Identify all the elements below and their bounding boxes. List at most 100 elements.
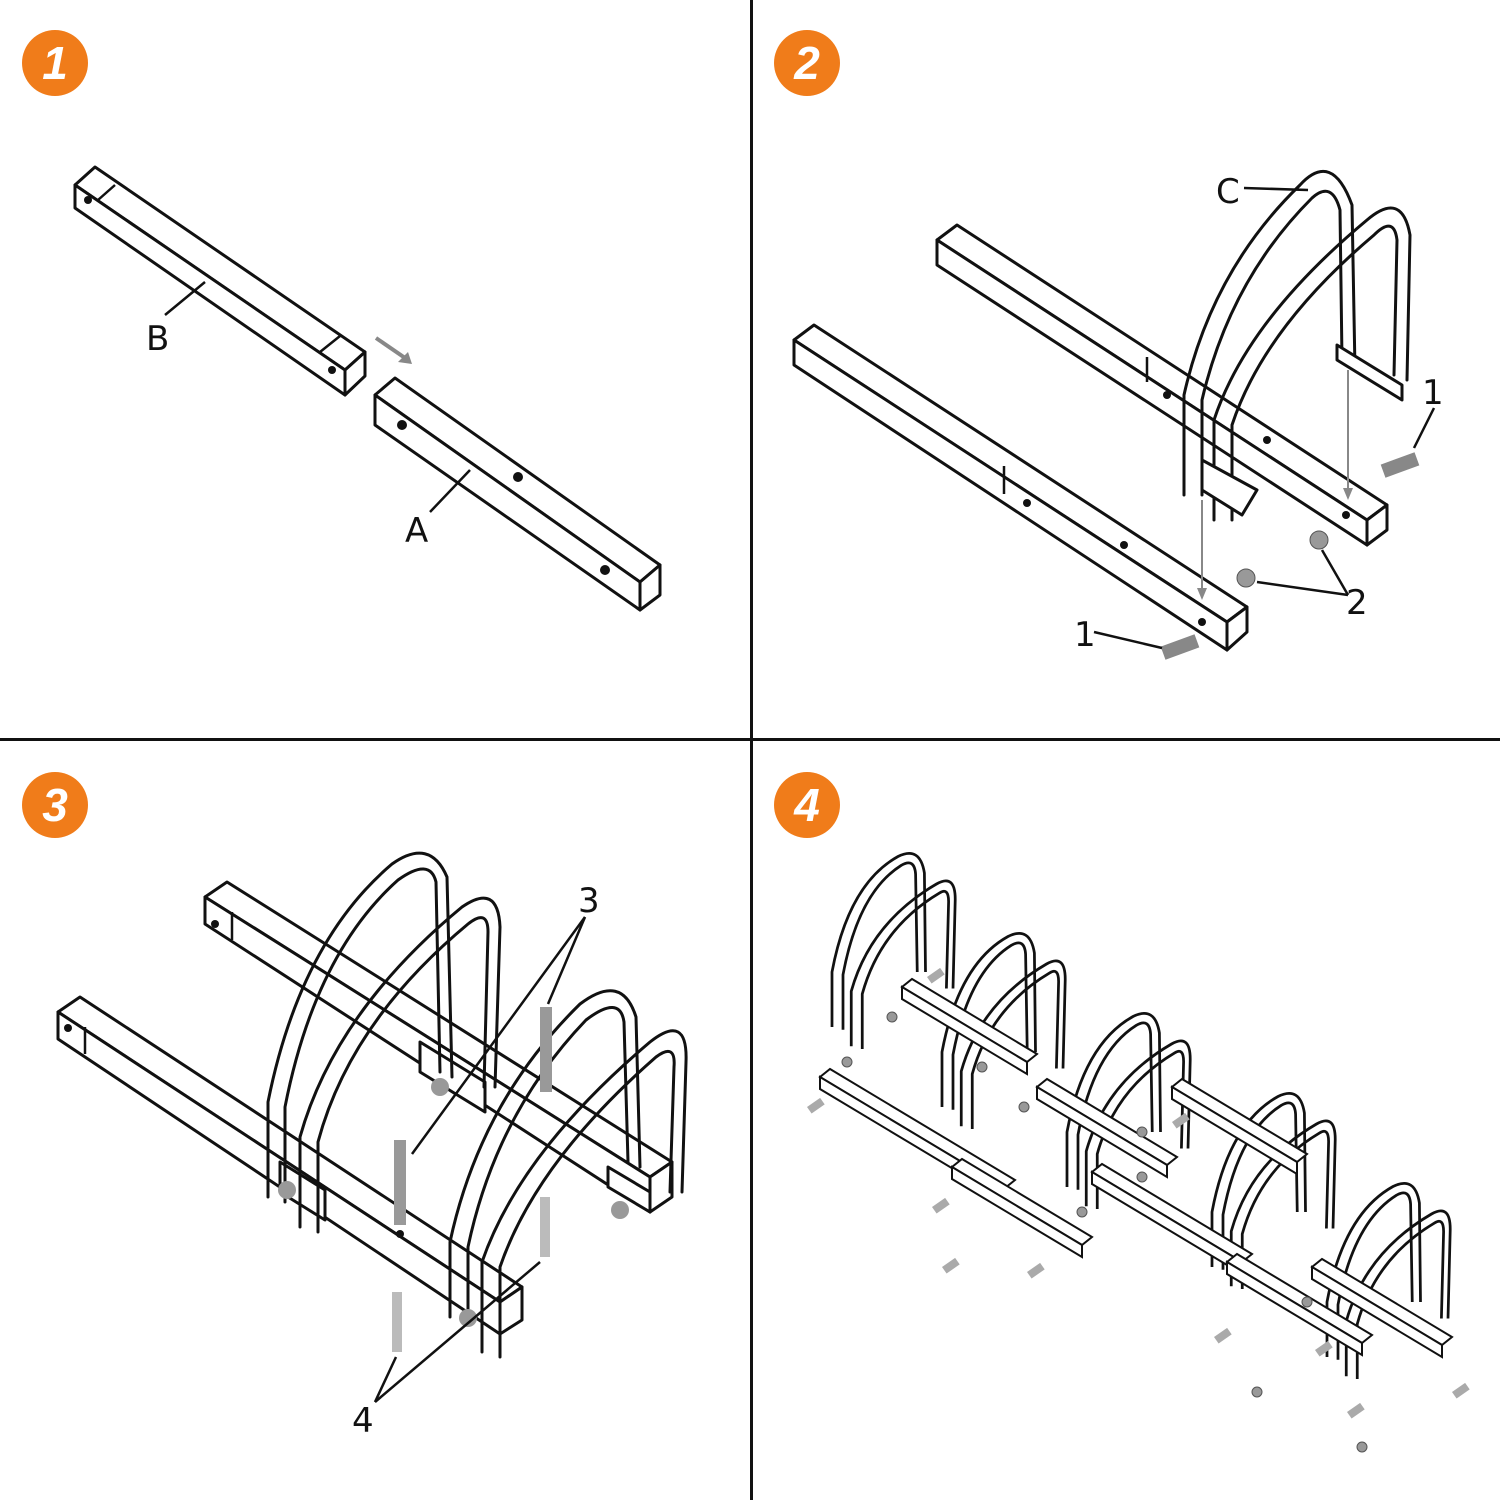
- label-4: 4: [352, 1401, 374, 1441]
- bolt-3: [941, 1257, 960, 1274]
- bolt-4: [1027, 1262, 1045, 1279]
- tube-4: [1035, 1077, 1179, 1179]
- label-3-leader-b: [410, 916, 587, 1155]
- bolt-8: [1347, 1402, 1365, 1419]
- step-2-number: 2: [794, 37, 820, 89]
- bolt-1: [807, 1097, 825, 1114]
- hoop-1-stroke-4: [860, 889, 950, 1050]
- tube-2: [900, 977, 1039, 1076]
- tube-3-side: [951, 1165, 1083, 1259]
- tube-6-side: [1171, 1085, 1298, 1176]
- label-2: 2: [1346, 583, 1368, 623]
- exploded-hardware: [807, 967, 1470, 1453]
- step-3-number: 3: [42, 779, 68, 831]
- tube-4-side: [1036, 1085, 1168, 1179]
- hoop-4: [1210, 1092, 1337, 1290]
- hoop-4-stroke-4: [1240, 1129, 1330, 1290]
- hoop-left: [266, 851, 502, 1234]
- tube-2-side: [901, 985, 1028, 1076]
- exploded-tubes: [818, 977, 1454, 1359]
- hoop-c: [1182, 169, 1412, 522]
- label-1-top: 1: [1422, 373, 1444, 413]
- label-2-leader-a: [1256, 580, 1349, 597]
- nut-2: [841, 1056, 853, 1068]
- nut-1: [886, 1011, 898, 1023]
- label-3-leader-a: [546, 916, 587, 1005]
- nut-9: [1251, 1386, 1263, 1398]
- tube-5-side: [1091, 1170, 1243, 1276]
- step-2-badge: 2: [774, 30, 840, 96]
- nut-6: [1076, 1206, 1088, 1218]
- bolt-9: [1452, 1382, 1470, 1399]
- label-c-leader: [1243, 186, 1309, 192]
- bolt-7: [1315, 1340, 1333, 1357]
- tube-5-top: [1090, 1162, 1254, 1264]
- hoop-4-stroke-3: [1229, 1119, 1337, 1287]
- tube-8: [1310, 1257, 1454, 1359]
- step-1-badge: 1: [22, 30, 88, 96]
- label-4-leader-a: [374, 1261, 541, 1403]
- hoop-4-stroke-1: [1210, 1092, 1307, 1268]
- tube-1-top: [818, 1067, 1017, 1190]
- tube-5: [1090, 1162, 1254, 1276]
- label-2-leader-b: [1320, 549, 1350, 596]
- bolt-5: [1172, 1112, 1190, 1129]
- back-tube: [935, 223, 1389, 547]
- step-4-badge: 4: [774, 772, 840, 838]
- tube-6: [1170, 1077, 1309, 1176]
- nut-10: [1136, 1171, 1148, 1183]
- step-1-panel: 1 B A: [0, 0, 750, 740]
- nut-8: [1356, 1441, 1368, 1453]
- tube-7: [1225, 1252, 1374, 1357]
- tube-7-side: [1226, 1260, 1363, 1357]
- hoop-1-stroke-2: [841, 861, 919, 1030]
- label-1-bottom: 1: [1074, 615, 1096, 655]
- label-a: A: [405, 511, 428, 551]
- tube-a: [373, 376, 662, 612]
- insert-arrow: [374, 336, 412, 364]
- nut-4: [1018, 1101, 1030, 1113]
- tube-b: [73, 165, 367, 397]
- step-1-diagram: B A: [73, 165, 662, 612]
- tube-8-side: [1311, 1265, 1443, 1359]
- step-4-panel: 4: [752, 742, 1500, 1500]
- horizontal-divider: [0, 738, 1500, 741]
- step-3-badge: 3: [22, 772, 88, 838]
- step-1-number: 1: [42, 37, 68, 89]
- nut-5: [1136, 1126, 1148, 1138]
- bolt-2: [932, 1197, 950, 1214]
- step-3-panel: 3: [0, 742, 750, 1500]
- hoop-1-stroke-3: [849, 879, 957, 1047]
- step-3-diagram: 3 4: [56, 851, 688, 1441]
- step-2-panel: 2: [752, 0, 1500, 740]
- hoop-2-stroke-4: [970, 969, 1060, 1130]
- label-1-top-leader: [1412, 407, 1436, 449]
- label-3: 3: [578, 881, 600, 921]
- label-c: C: [1216, 172, 1240, 212]
- vertical-divider: [750, 0, 753, 1500]
- bolt-10: [927, 967, 945, 984]
- step-2-diagram: C 1 1 2: [792, 169, 1444, 660]
- bolt-6: [1214, 1327, 1232, 1344]
- step-4-diagram: [807, 852, 1470, 1453]
- front-tube: [792, 323, 1249, 652]
- nut-3: [976, 1061, 988, 1073]
- label-4-leader-b: [373, 1356, 398, 1403]
- label-b-leader: [164, 281, 206, 316]
- tube-3: [950, 1157, 1094, 1259]
- tube-4-top: [1035, 1077, 1179, 1167]
- hoop-1: [830, 852, 957, 1050]
- tube-6-top: [1170, 1077, 1309, 1164]
- tube-3-top: [950, 1157, 1094, 1247]
- label-1-bottom-leader: [1093, 630, 1163, 650]
- hoop-1-stroke-1: [830, 852, 927, 1028]
- hoop-4-stroke-2: [1221, 1101, 1299, 1270]
- hardware: [1160, 370, 1420, 660]
- step-4-number: 4: [794, 779, 820, 831]
- front-tube: [56, 995, 524, 1336]
- hardware: [278, 1007, 629, 1352]
- label-a-leader: [429, 469, 471, 513]
- hoop-2-stroke-3: [959, 959, 1067, 1127]
- label-b: B: [146, 319, 169, 359]
- nut-7: [1301, 1296, 1313, 1308]
